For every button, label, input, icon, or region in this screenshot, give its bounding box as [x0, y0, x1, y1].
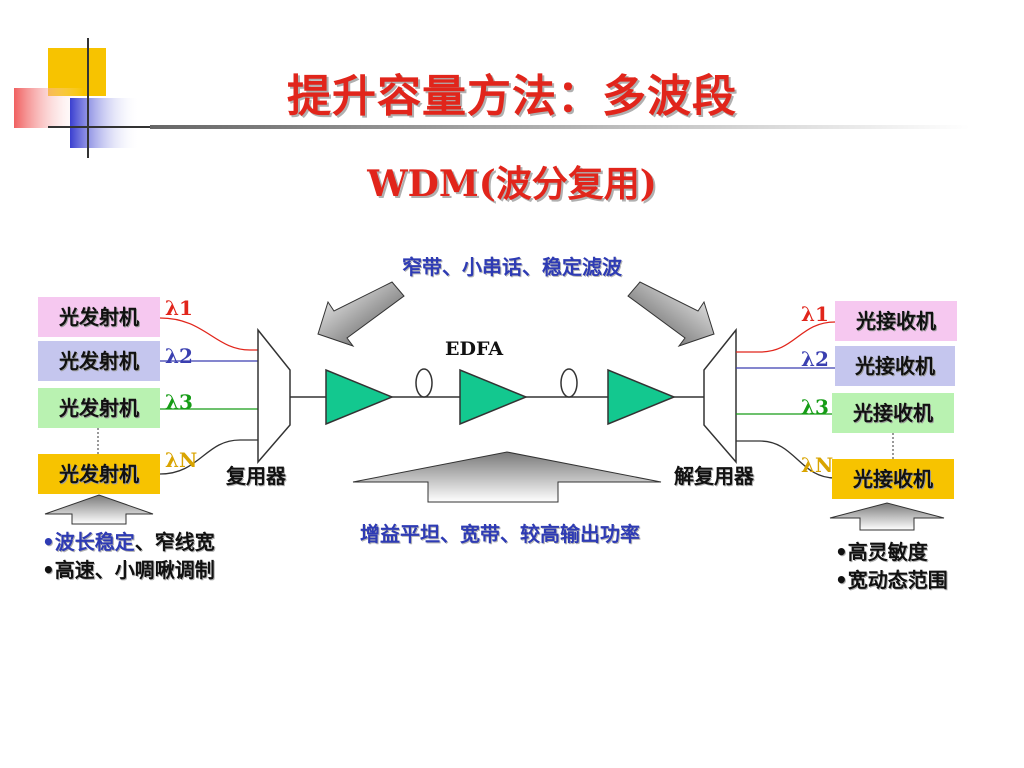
rx-requirements: •高灵敏度 •宽动态范围 — [835, 538, 948, 594]
edfa-label: EDFA — [445, 338, 504, 360]
receiver-3: 光接收机 — [832, 393, 954, 433]
demultiplexer-shape — [703, 327, 737, 465]
tx-requirement-1: •波长稳定、窄线宽 — [42, 528, 215, 556]
arrow-to-demux — [627, 281, 715, 347]
demux-label: 解复用器 — [674, 464, 754, 488]
tx-requirement-1-rest: 、窄线宽 — [134, 530, 215, 554]
title-rule — [150, 125, 970, 129]
arrow-to-mux — [317, 281, 405, 347]
tx-wavelength-2: λ2 — [165, 344, 193, 368]
transmitter-3: 光发射机 — [38, 388, 160, 428]
rx-wavelength-2: λ2 — [801, 347, 829, 371]
tx-requirements: •波长稳定、窄线宽 •高速、小啁啾调制 — [42, 528, 215, 584]
page-title: 提升容量方法：多波段 — [287, 71, 737, 122]
tx-requirement-2: •高速、小啁啾调制 — [42, 558, 215, 582]
arrow-to-amplifiers — [352, 451, 662, 503]
receiver-n: 光接收机 — [832, 459, 954, 499]
tx-wavelength-1: λ1 — [165, 296, 193, 320]
tx-requirement-1-highlight: •波长稳定 — [42, 530, 135, 554]
transmitter-n: 光发射机 — [38, 454, 160, 494]
deco-blue-bar — [70, 98, 140, 148]
transmitter-2: 光发射机 — [38, 341, 160, 381]
rx-wavelength-1: λ1 — [801, 302, 829, 326]
rx-wavelength-3: λ3 — [801, 395, 829, 419]
multiplexer-shape — [257, 327, 291, 465]
rx-requirement-2: •宽动态范围 — [835, 568, 948, 592]
tx-wavelength-n: λN — [165, 448, 198, 472]
amplifier-1 — [325, 368, 394, 426]
bottom-note: 增益平坦、宽带、较高输出功率 — [360, 522, 640, 546]
rx-requirement-1: •高灵敏度 — [835, 540, 928, 564]
tx-wavelength-3: λ3 — [165, 390, 193, 414]
transmitter-1: 光发射机 — [38, 297, 160, 337]
fiber-spool-2 — [560, 368, 578, 398]
amplifier-2 — [459, 368, 528, 426]
rx-wavelength-n: λN — [801, 453, 834, 477]
receiver-1: 光接收机 — [835, 301, 957, 341]
arrow-to-receivers — [829, 502, 945, 531]
fiber-lambda1-rx — [736, 321, 836, 353]
receiver-2: 光接收机 — [835, 346, 955, 386]
top-note: 窄带、小串话、稳定滤波 — [402, 255, 622, 279]
fiber-lambda1-tx — [159, 317, 262, 351]
fiber-spool-1 — [415, 368, 433, 398]
fiber-lambdaN-rx — [736, 440, 836, 479]
mux-label: 复用器 — [226, 464, 286, 488]
corner-decoration — [14, 38, 160, 158]
fiber-lambdaN-tx — [159, 439, 262, 475]
amplifier-3 — [607, 368, 676, 426]
arrow-to-transmitters — [44, 494, 154, 525]
page-subtitle: WDM(波分复用) — [367, 163, 657, 205]
